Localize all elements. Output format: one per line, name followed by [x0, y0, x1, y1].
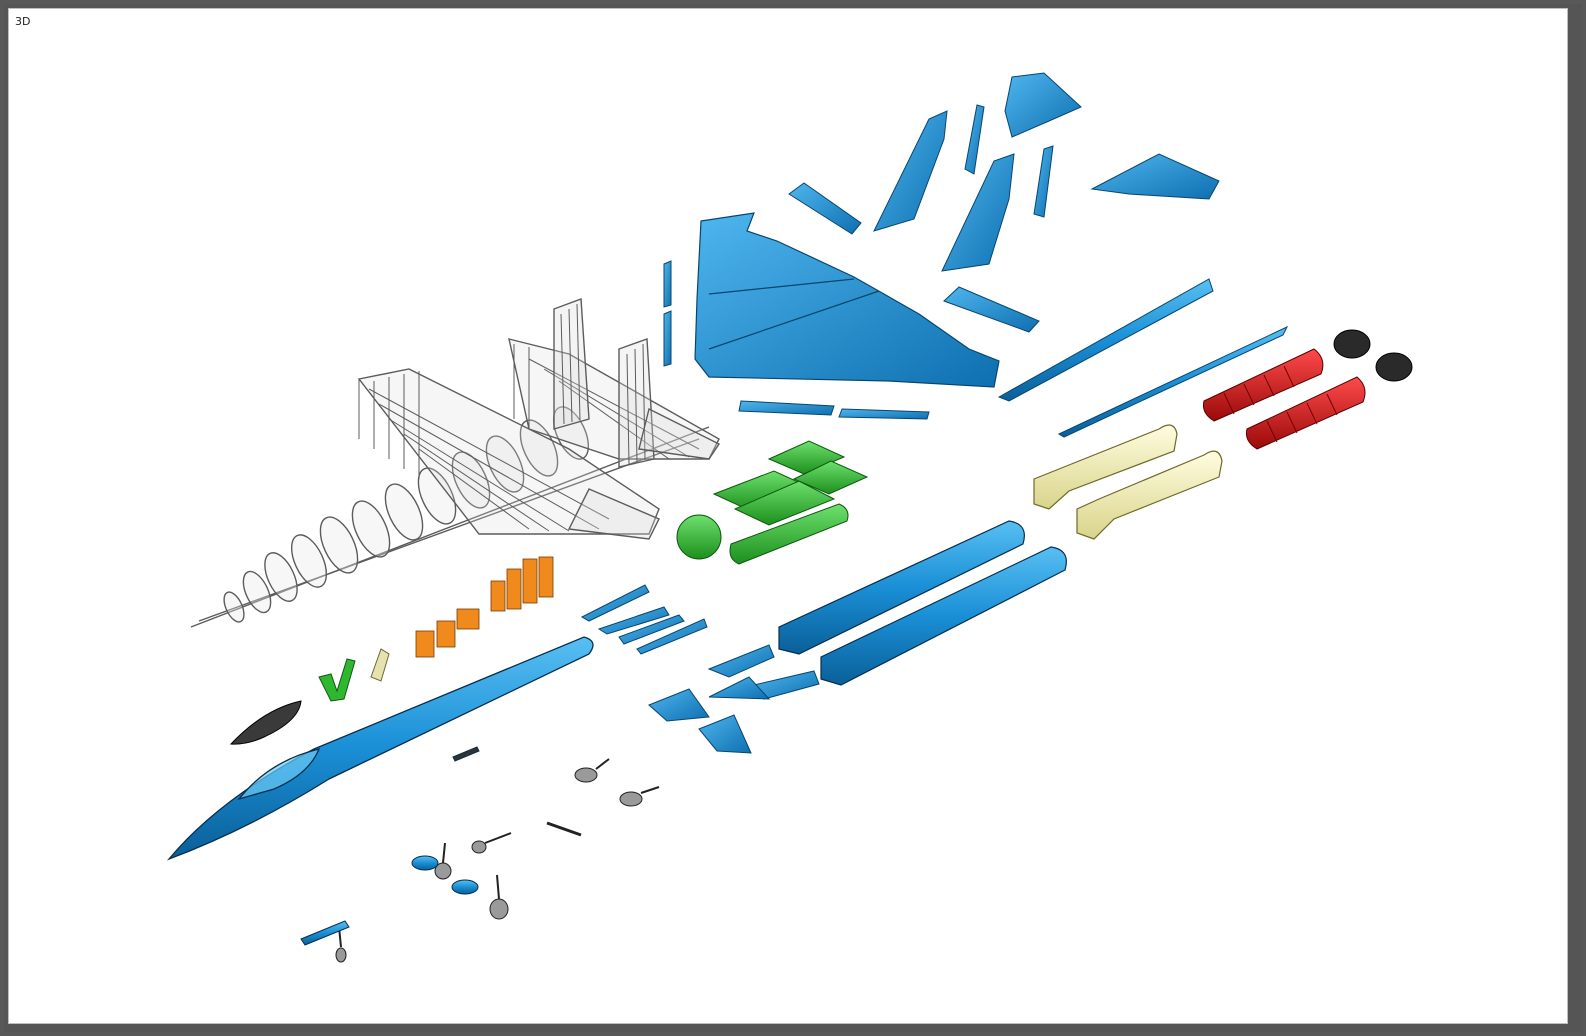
tail-hinge-strips[interactable] [580, 584, 708, 655]
seat-bracket[interactable] [318, 658, 356, 702]
pilot-figure[interactable] [370, 648, 390, 682]
battery-trays[interactable] [676, 440, 869, 565]
landing-gear-parts[interactable] [335, 758, 660, 963]
wing-strips-left[interactable] [663, 260, 672, 367]
ventral-fins[interactable] [648, 644, 820, 754]
3d-viewport[interactable]: 3D [8, 8, 1568, 1024]
gear-covers[interactable] [300, 746, 480, 946]
engine-nozzles[interactable] [1333, 329, 1413, 382]
airframe-skeleton[interactable] [190, 298, 721, 628]
canopy[interactable] [229, 700, 302, 745]
exhaust-pipes[interactable] [1203, 348, 1366, 450]
main-wing-panel[interactable] [694, 212, 1000, 388]
wing-leading-edges[interactable] [997, 278, 1289, 438]
exploded-aircraft-model[interactable] [9, 9, 1567, 1023]
servo-blocks[interactable] [415, 556, 554, 658]
view-mode-label: 3D [15, 15, 31, 28]
canard-panels[interactable] [788, 153, 1220, 333]
intake-ducts[interactable] [1033, 424, 1223, 540]
fuselage-shell[interactable] [166, 636, 594, 861]
air-intake-tubes[interactable] [778, 520, 1067, 686]
vertical-tail-panels[interactable] [873, 72, 1082, 272]
aileron-strips[interactable] [738, 400, 930, 420]
